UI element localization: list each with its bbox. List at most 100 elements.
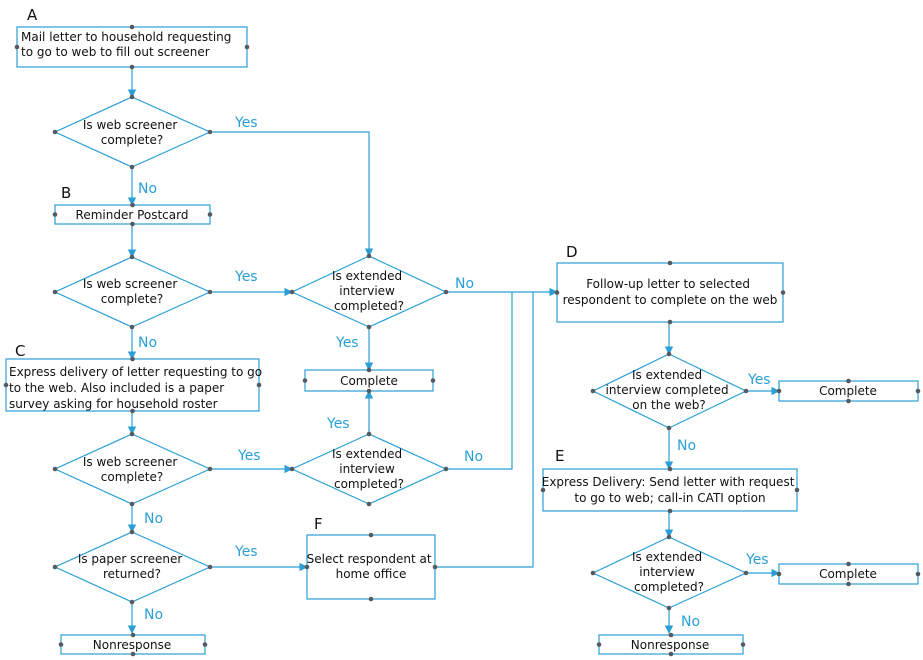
connector-handle[interactable]	[915, 571, 921, 577]
connector-handle[interactable]	[666, 425, 672, 431]
connector-handle[interactable]	[776, 571, 782, 577]
edge-select-to-followup	[435, 292, 534, 568]
connector-handle[interactable]	[129, 324, 135, 330]
label-q1-yes: Yes	[234, 115, 258, 131]
connector-handle[interactable]	[780, 290, 786, 295]
connector-handle[interactable]	[207, 564, 213, 570]
node-express-delivery-c[interactable]	[5, 358, 260, 412]
connector-handle[interactable]	[666, 351, 672, 357]
connector-handle[interactable]	[244, 44, 250, 50]
connector-handle[interactable]	[129, 431, 135, 437]
text-express-delivery-c: Express delivery of letter requesting to…	[9, 365, 266, 411]
connector-handle[interactable]	[666, 605, 672, 611]
edge-extq2-no-to-followup	[446, 292, 513, 470]
connector-handle[interactable]	[304, 564, 310, 570]
connector-handle[interactable]	[289, 466, 295, 472]
connector-handle[interactable]	[668, 632, 674, 638]
connector-handle[interactable]	[667, 466, 673, 472]
connector-handle[interactable]	[667, 319, 673, 325]
connector-handle[interactable]	[366, 253, 372, 259]
connector-handle[interactable]	[130, 356, 135, 362]
connector-handle[interactable]	[52, 564, 58, 570]
connector-handle[interactable]	[52, 212, 58, 217]
connector-handle[interactable]	[52, 466, 58, 472]
edges	[127, 67, 780, 634]
text-extended-q1: Is extended interview completed?	[332, 269, 406, 313]
connector-handle[interactable]	[740, 642, 746, 647]
label-q3-no: No	[144, 511, 163, 527]
connector-handle[interactable]	[846, 378, 851, 384]
connector-handle[interactable]	[129, 164, 135, 170]
connector-handle[interactable]	[443, 289, 449, 295]
connector-handle[interactable]	[368, 532, 374, 538]
connector-handle[interactable]	[130, 221, 135, 227]
connector-handle[interactable]	[846, 581, 851, 587]
connector-handle[interactable]	[129, 599, 135, 605]
connector-handle[interactable]	[129, 64, 135, 70]
step-letter-c: C	[15, 342, 25, 360]
connector-handle[interactable]	[432, 564, 438, 570]
connector-handle[interactable]	[596, 642, 602, 647]
text-screener-q2: Is web screener complete?	[83, 277, 181, 306]
connector-handle[interactable]	[846, 398, 851, 404]
connector-handle[interactable]	[130, 651, 136, 657]
connector-handle[interactable]	[302, 378, 308, 383]
connector-handle[interactable]	[129, 254, 135, 260]
connector-handle[interactable]	[289, 289, 295, 295]
connector-handle[interactable]	[743, 570, 749, 576]
connector-handle[interactable]	[207, 466, 213, 472]
connector-handle[interactable]	[129, 501, 135, 507]
step-letter-a: A	[27, 6, 38, 24]
connector-handle[interactable]	[366, 388, 372, 394]
connector-handle[interactable]	[129, 94, 135, 100]
connector-handle[interactable]	[207, 129, 213, 135]
connector-handle[interactable]	[554, 290, 560, 295]
connector-handle[interactable]	[794, 487, 800, 493]
label-extq4-yes: Yes	[745, 552, 769, 568]
connector-handle[interactable]	[366, 431, 372, 437]
connector-handle[interactable]	[129, 24, 135, 30]
node-labels: Mail letter to household requesting to g…	[9, 30, 877, 652]
connector-handle[interactable]	[14, 44, 20, 50]
text-nonresponse-left: Nonresponse	[93, 638, 171, 652]
connector-handle[interactable]	[130, 632, 136, 638]
step-letter-e: E	[555, 447, 564, 465]
connector-handle[interactable]	[366, 501, 372, 507]
text-screener-q1: Is web screener complete?	[83, 118, 181, 147]
connector-handle[interactable]	[366, 324, 372, 330]
node-screener-q1[interactable]	[53, 96, 212, 168]
connector-handle[interactable]	[207, 289, 213, 295]
connector-handle[interactable]	[58, 642, 64, 647]
connector-handle[interactable]	[52, 129, 58, 135]
node-screener-q3[interactable]	[53, 433, 212, 505]
label-paper-no: No	[144, 607, 163, 623]
connector-handle[interactable]	[667, 508, 673, 514]
connector-handle[interactable]	[368, 596, 374, 602]
connector-handle[interactable]	[130, 408, 135, 414]
node-select-respondent[interactable]	[306, 534, 436, 600]
connector-handle[interactable]	[430, 378, 436, 383]
connector-handle[interactable]	[443, 466, 449, 472]
connector-handle[interactable]	[366, 367, 372, 373]
connector-handle[interactable]	[540, 487, 546, 493]
text-paper-q: Is paper screener returned?	[78, 552, 186, 581]
label-q3-yes: Yes	[237, 448, 261, 464]
step-letter-b: B	[61, 184, 71, 202]
connector-handle[interactable]	[776, 388, 782, 394]
connector-handle[interactable]	[846, 561, 851, 567]
label-extq3-no: No	[677, 438, 696, 454]
connector-handle[interactable]	[52, 289, 58, 295]
connector-handle[interactable]	[202, 642, 208, 647]
connector-handle[interactable]	[666, 534, 672, 540]
connector-handle[interactable]	[667, 260, 673, 266]
connector-handle[interactable]	[129, 529, 135, 535]
connector-handle[interactable]	[207, 212, 213, 217]
connector-handle[interactable]	[130, 202, 135, 208]
connector-handle[interactable]	[256, 382, 262, 388]
connector-handle[interactable]	[3, 382, 9, 388]
connector-handle[interactable]	[590, 570, 596, 576]
connector-handle[interactable]	[668, 651, 674, 657]
connector-handle[interactable]	[743, 388, 749, 394]
connector-handle[interactable]	[915, 388, 921, 394]
connector-handle[interactable]	[590, 388, 596, 394]
